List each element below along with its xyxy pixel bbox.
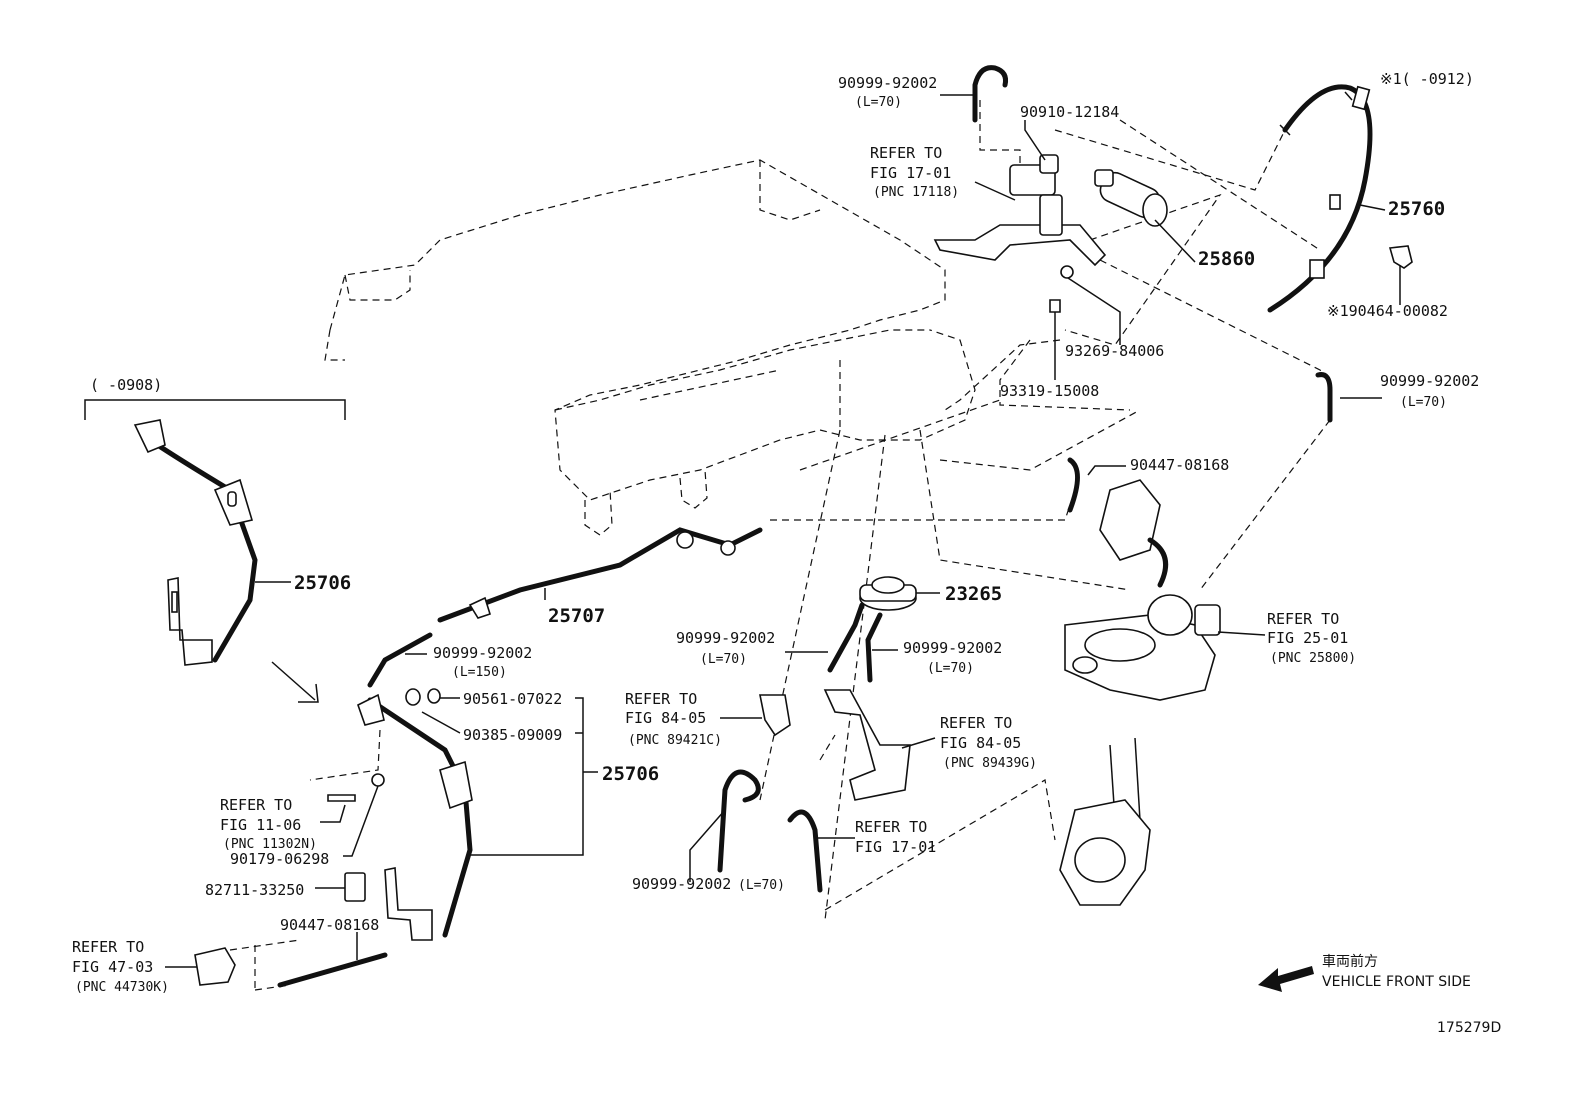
pipe-25707 (437, 527, 763, 623)
connection-lines (229, 100, 1331, 991)
refer-84-05-b-l2: FIG 84-05 (940, 734, 1021, 752)
vsv-assembly (933, 65, 1413, 423)
label-90999-150: 90999-92002 (433, 644, 532, 662)
label-90999-150-len: (L=150) (452, 665, 507, 680)
label-25760: 25760 (1388, 198, 1445, 220)
diagram-id: 175279D (1437, 1020, 1501, 1036)
orientation-jp: 車両前方 (1322, 953, 1378, 970)
label-90447-top: 90447-08168 (1130, 456, 1229, 474)
label-90999-midr: 90999-92002 (903, 639, 1002, 657)
left-inset-assembly (84, 399, 346, 666)
refer-17-01-a-l3: (PNC 17118) (873, 185, 959, 200)
refer-11-06-l3: (PNC 11302N) (223, 837, 317, 852)
refer-17-01-b-l2: FIG 17-01 (855, 838, 936, 856)
label-90561: 90561-07022 (463, 690, 562, 708)
refer-11-06-l1: REFER TO (220, 796, 292, 814)
refer-25-01-l3: (PNC 25800) (1270, 651, 1356, 666)
label-90999-top: 90999-92002 (838, 74, 937, 92)
front-arrow-icon (1258, 966, 1314, 992)
refer-84-05-a-l1: REFER TO (625, 690, 697, 708)
label-90999-right: 90999-92002 (1380, 372, 1479, 390)
label-90179: 90179-06298 (230, 850, 329, 868)
refer-11-06-l2: FIG 11-06 (220, 816, 301, 834)
label-25707: 25707 (548, 605, 605, 627)
scope-note-top-right: ※1( -0912) (1380, 70, 1474, 88)
leader-lines (165, 94, 1401, 968)
label-25706-left: 25706 (294, 572, 351, 594)
sensor-bracket (759, 689, 911, 801)
refer-47-03-l2: FIG 47-03 (72, 958, 153, 976)
orientation-en: VEHICLE FRONT SIDE (1322, 974, 1471, 990)
label-90385: 90385-09009 (463, 726, 562, 744)
refer-17-01-b-l1: REFER TO (855, 818, 927, 836)
scope-note-left: ( -0908) (90, 376, 162, 394)
refer-84-05-a-l3: (PNC 89421C) (628, 733, 722, 748)
refer-84-05-b-l3: (PNC 89439G) (943, 756, 1037, 771)
refer-47-03-l1: REFER TO (72, 938, 144, 956)
right-assembly-25706 (194, 688, 473, 988)
part-labels: 90999-92002 (L=70) 90910-12184 REFER TO … (72, 70, 1501, 1036)
refer-84-05-b-l1: REFER TO (940, 714, 1012, 732)
label-25706-right: 25706 (602, 763, 659, 785)
label-90999-midl: 90999-92002 (676, 629, 775, 647)
hoses-middle (367, 632, 823, 893)
label-93269: 93269-84006 (1065, 342, 1164, 360)
refer-17-01-a-l1: REFER TO (870, 144, 942, 162)
label-90999-top-len: (L=70) (855, 95, 902, 110)
label-93319: 93319-15008 (1000, 382, 1099, 400)
label-90999-right-len: (L=70) (1400, 395, 1447, 410)
label-90447-bottom: 90447-08168 (280, 916, 379, 934)
label-25860: 25860 (1198, 248, 1255, 270)
label-23265: 23265 (945, 583, 1002, 605)
throttle-body (1064, 457, 1221, 701)
refer-47-03-l3: (PNC 44730K) (75, 980, 169, 995)
refer-84-05-a-l2: FIG 84-05 (625, 709, 706, 727)
label-90999-bottom-len: (L=70) (738, 878, 785, 893)
pressure-sensor-23265 (827, 576, 917, 683)
refer-25-01-l1: REFER TO (1267, 610, 1339, 628)
label-82711: 82711-33250 (205, 881, 304, 899)
down-arrow-icon (271, 661, 319, 703)
lower-intake (1059, 737, 1151, 906)
engine-outline (324, 159, 976, 536)
label-90999-bottom: 90999-92002 (632, 875, 731, 893)
label-90910: 90910-12184 (1020, 103, 1119, 121)
label-90464: ※190464-00082 (1327, 302, 1448, 320)
refer-25-01-l2: FIG 25-01 (1267, 629, 1348, 647)
label-90999-midr-len: (L=70) (927, 661, 974, 676)
label-90999-midl-len: (L=70) (700, 652, 747, 667)
refer-17-01-a-l2: FIG 17-01 (870, 164, 951, 182)
